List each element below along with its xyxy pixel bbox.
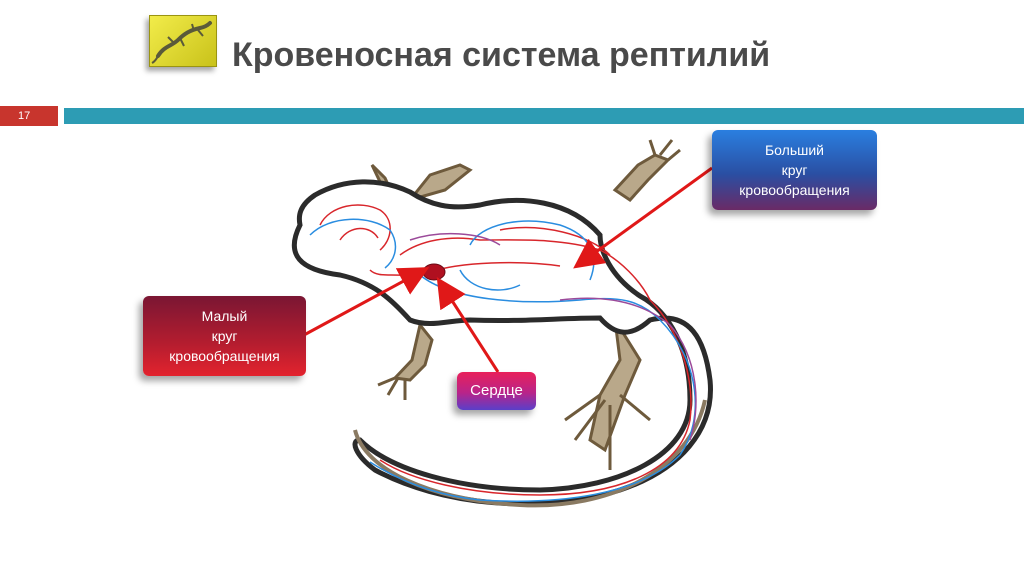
big-circle-line-3: кровообращения [712, 180, 877, 200]
small-circle-line-1: Малый [143, 306, 306, 326]
label-heart: Сердце [457, 372, 536, 410]
big-circle-line-2: круг [712, 160, 877, 180]
small-circle-line-2: круг [143, 326, 306, 346]
small-circle-line-3: кровообращения [143, 346, 306, 366]
label-big-circle: Больший круг кровообращения [712, 130, 877, 210]
heart [423, 264, 445, 280]
label-small-circle: Малый круг кровообращения [143, 296, 306, 376]
big-circle-line-1: Больший [712, 140, 877, 160]
